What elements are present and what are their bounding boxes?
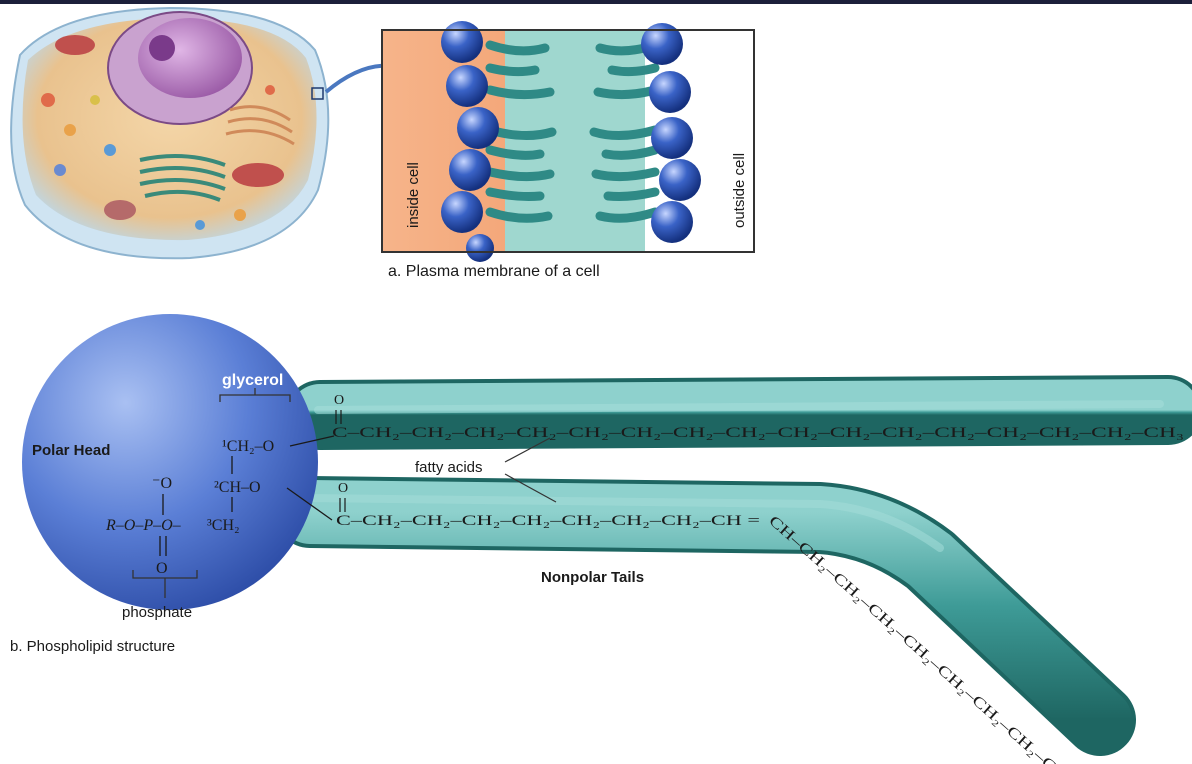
glycerol-label: glycerol: [222, 372, 283, 389]
phosphate-head: [659, 159, 701, 201]
phosphate-o-double: O: [156, 560, 168, 577]
membrane-inset: inside cell outside cell: [382, 21, 754, 262]
polar-head-label: Polar Head: [32, 442, 110, 459]
carbonyl-o-1: O: [334, 393, 344, 408]
tail-2-formula-a: C–CH₂–CH₂–CH₂–CH₂–CH₂–CH₂–CH₂–CH =: [336, 513, 760, 529]
caption-b: b. Phospholipid structure: [10, 638, 175, 655]
glycerol-c3: ³CH₂: [207, 517, 240, 534]
fatty-acids-label: fatty acids: [415, 459, 483, 476]
caption-a: a. Plasma membrane of a cell: [388, 263, 600, 280]
phosphate-chain: R–O–P–O–: [105, 517, 182, 534]
cell-illustration: [11, 8, 328, 258]
tail-1-formula: C–CH₂–CH₂–CH₂–CH₂–CH₂–CH₂–CH₂–CH₂–CH₂–CH…: [332, 425, 1184, 441]
phosphate-label: phosphate: [122, 604, 192, 621]
phosphate-head: [651, 201, 693, 243]
phosphate-head: [441, 191, 483, 233]
carbonyl-o-2: O: [338, 481, 348, 496]
phosphate-o-minus: ⁻O: [152, 475, 172, 492]
phosphate-head: [449, 149, 491, 191]
nonpolar-tails-label: Nonpolar Tails: [541, 569, 644, 586]
phosphate-head: [651, 117, 693, 159]
polar-head-sphere: [22, 314, 318, 610]
glycerol-c1: ¹CH₂–O: [222, 438, 274, 455]
phosphate-head: [446, 65, 488, 107]
phosphate-head: [441, 21, 483, 63]
phosphate-head: [649, 71, 691, 113]
outside-cell-label: outside cell: [731, 153, 748, 228]
mitochondrion: [232, 163, 284, 187]
phosphate-head: [466, 234, 494, 262]
inside-cell-label: inside cell: [405, 162, 422, 228]
glycerol-c2: ²CH–O: [214, 479, 261, 496]
mitochondrion: [55, 35, 95, 55]
phosphate-head: [457, 107, 499, 149]
